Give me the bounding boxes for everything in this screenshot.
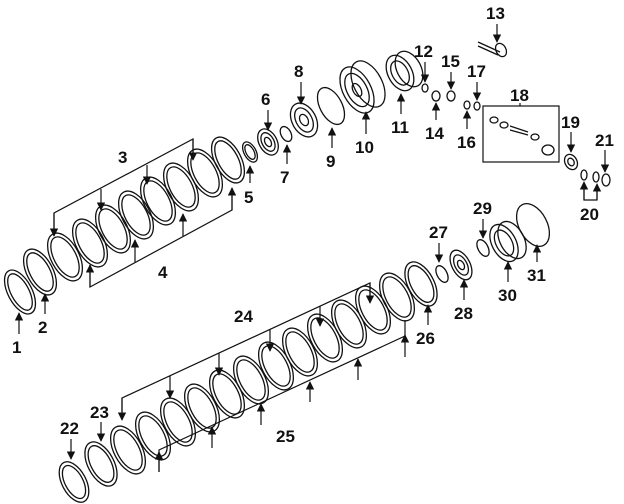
part-17-ring — [473, 101, 481, 111]
callout-4: 4 — [158, 263, 168, 282]
part-29-washer — [476, 239, 490, 257]
callout-9: 9 — [326, 152, 335, 171]
callout-26: 26 — [416, 329, 435, 348]
callout-8: 8 — [294, 62, 303, 81]
part-22-snap-ring — [58, 461, 90, 503]
callout-12: 12 — [414, 42, 433, 61]
callout-25: 25 — [276, 427, 295, 446]
part-19-gear — [563, 153, 579, 171]
callout-17: 17 — [467, 62, 486, 81]
clutch-disc-stack-lower — [109, 272, 416, 475]
part-11-housing — [385, 50, 424, 92]
part-10-drum — [339, 60, 386, 114]
part-6-gear — [257, 128, 279, 156]
callout-13: 13 — [486, 4, 505, 23]
part-9-ring — [316, 86, 346, 126]
part-26-plate — [404, 261, 438, 307]
part-2-plate — [22, 248, 58, 296]
part-5-snap-ring — [241, 141, 259, 163]
part-28-gear — [449, 249, 473, 281]
callout-numbers: 1 2 3 4 5 6 7 8 9 10 11 12 13 14 15 16 1… — [12, 4, 614, 446]
callout-1: 1 — [12, 338, 21, 357]
part-31-cover — [515, 203, 551, 247]
callout-3: 3 — [118, 148, 127, 167]
callout-30: 30 — [498, 286, 517, 305]
clutch-disc-stack-upper — [46, 136, 246, 282]
callout-15: 15 — [441, 52, 460, 71]
upper-gear-assembly — [257, 41, 611, 187]
callout-10: 10 — [355, 138, 374, 157]
part-15-washer — [446, 90, 456, 102]
callout-5: 5 — [244, 188, 253, 207]
part-8-gear — [289, 102, 319, 138]
part-12-small-ring — [421, 83, 429, 93]
callout-19: 19 — [561, 113, 580, 132]
callout-18: 18 — [510, 86, 529, 105]
leader-lines — [14, 24, 610, 472]
part-30-hub — [489, 220, 527, 263]
part-1-snap-ring — [3, 269, 37, 315]
part-18-valve-kit — [482, 105, 560, 163]
part-7-washer — [279, 125, 293, 143]
part-14-ring — [431, 90, 441, 102]
callout-31: 31 — [527, 266, 546, 285]
upper-clutch-pack — [3, 136, 259, 315]
callout-20: 20 — [580, 205, 599, 224]
callout-22: 22 — [60, 419, 79, 438]
callout-6: 6 — [261, 90, 270, 109]
part-27-ring — [435, 265, 449, 283]
callout-24: 24 — [234, 307, 253, 326]
callout-28: 28 — [454, 304, 473, 323]
part-13-shaft — [477, 41, 508, 58]
callout-16: 16 — [457, 133, 476, 152]
callout-21: 21 — [595, 131, 614, 150]
callout-29: 29 — [473, 199, 492, 218]
part-21-ring — [601, 173, 611, 187]
part-23-plate — [84, 441, 118, 487]
part-20-rings — [580, 169, 600, 183]
callout-11: 11 — [391, 118, 409, 137]
callout-27: 27 — [429, 223, 448, 242]
callout-2: 2 — [38, 318, 47, 337]
callout-23: 23 — [90, 403, 109, 422]
callout-7: 7 — [280, 168, 289, 187]
lower-clutch-pack — [58, 203, 551, 503]
callout-14: 14 — [425, 124, 444, 143]
part-16-ring — [463, 100, 471, 110]
